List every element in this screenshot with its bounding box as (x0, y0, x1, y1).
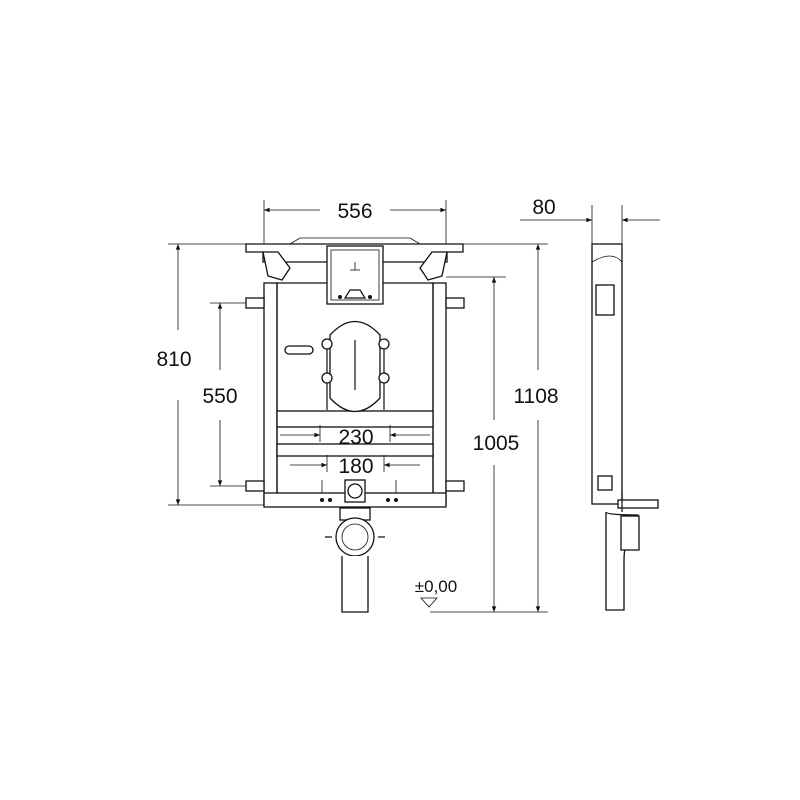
dim-inner-height-label: 1005 (473, 432, 520, 455)
dim-lower-spacing-label: 180 (338, 455, 373, 478)
dim-width-label: 556 (337, 200, 372, 223)
dim-depth-label: 80 (532, 196, 555, 219)
dim-bracket-height-label: 550 (202, 385, 237, 408)
front-view (245, 237, 465, 613)
dim-upper-spacing-label: 230 (338, 426, 373, 449)
dim-frame-height-label: 810 (156, 348, 191, 371)
dimension-lines (168, 200, 660, 613)
side-view (591, 243, 659, 611)
dim-total-height-label: 1108 (513, 385, 558, 408)
floor-level-label: ±0,00 (415, 577, 457, 596)
